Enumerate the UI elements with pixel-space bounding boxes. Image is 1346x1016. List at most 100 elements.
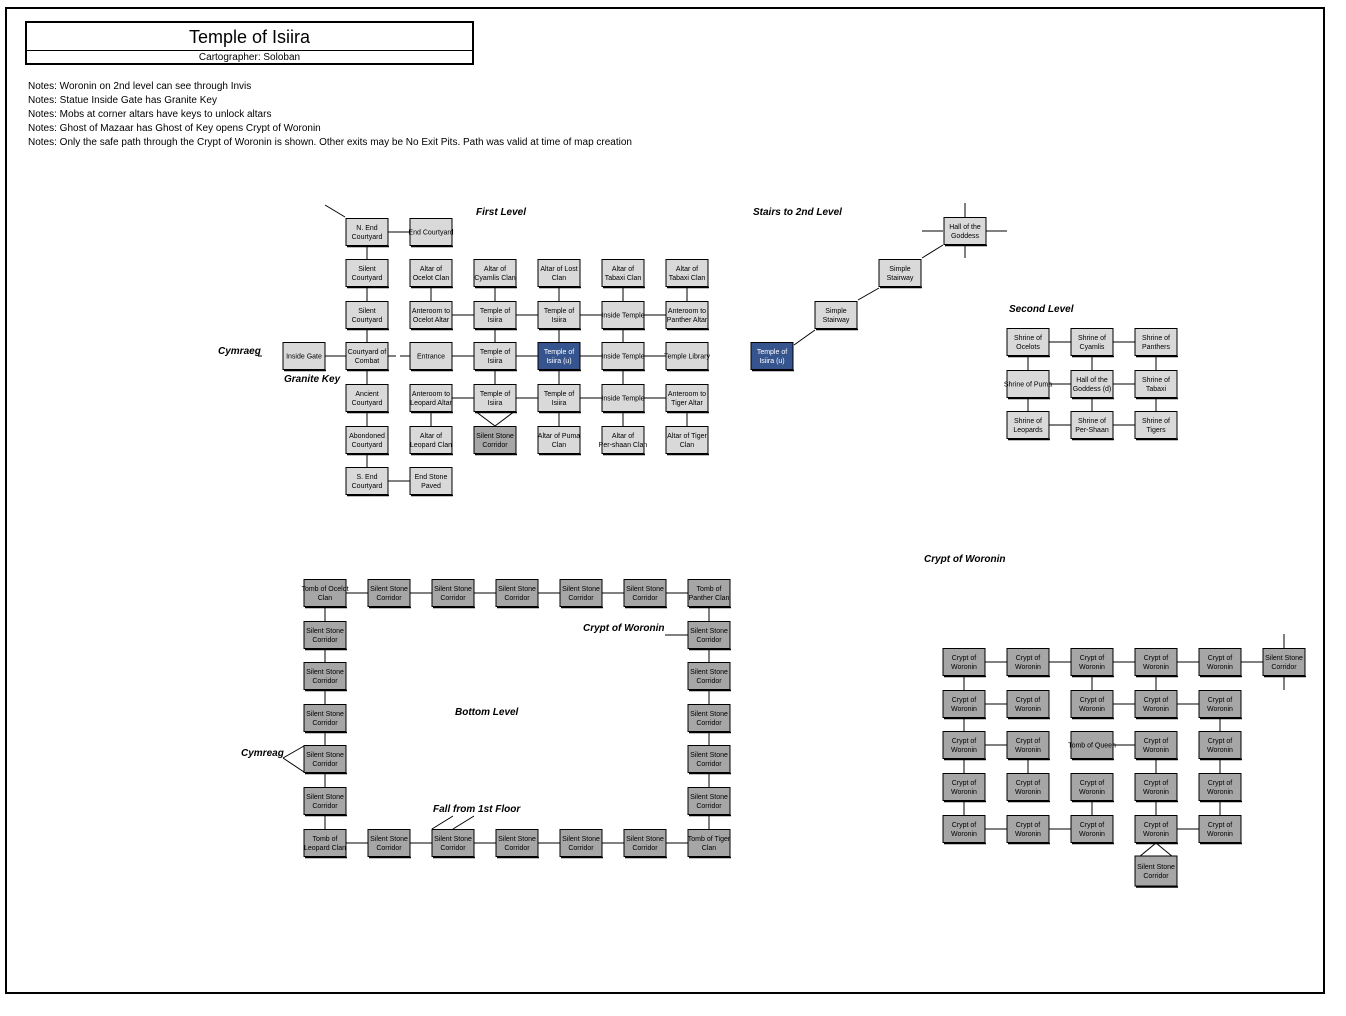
room-shape (601, 384, 645, 412)
room-label: Corridor (376, 595, 402, 602)
room-label: Entrance (417, 354, 445, 361)
room-shape (473, 342, 517, 370)
room-label: Inside Gate (286, 354, 322, 361)
room-shape (942, 690, 986, 718)
room-box: Crypt of Woronin (1006, 815, 1050, 845)
room-box: Inside Gate (282, 342, 326, 372)
room-label: Silent Stone (370, 836, 408, 843)
room-label: Anteroom to (412, 391, 450, 398)
note-item: Notes: Only the safe path through the Cr… (28, 137, 632, 148)
room-shape (1134, 773, 1178, 801)
room-label: Woronin (951, 789, 977, 796)
connector-line (1138, 842, 1157, 858)
room-shape (942, 731, 986, 759)
room-box: Crypt of Woronin (1198, 731, 1242, 761)
room-label: Silent Stone (498, 586, 536, 593)
room-label: Simple (825, 308, 847, 315)
room-shape (750, 342, 794, 370)
room-label: Corridor (482, 442, 508, 449)
room-label: Crypt of (1016, 738, 1041, 745)
room-label: Shrine of (1078, 418, 1106, 425)
room-shape (665, 426, 709, 454)
room-box: Entrance (409, 342, 453, 372)
room-shape (1006, 815, 1050, 843)
room-label: Courtyard (352, 317, 383, 324)
room-label: Corridor (312, 678, 338, 685)
room-shape (345, 342, 389, 370)
room-label: Silent Stone (498, 836, 536, 843)
room-label: Woronin (1079, 706, 1105, 713)
connector-line (452, 815, 475, 830)
room-label: Tabaxi (1146, 386, 1167, 393)
room-shape (687, 621, 731, 649)
room-shape (665, 384, 709, 412)
stairs-label: Stairs to 2nd Level (753, 207, 842, 218)
connector-line (494, 410, 516, 427)
room-label: Woronin (1079, 831, 1105, 838)
title-block: Temple of Isiira Cartographer: Soloban (25, 21, 474, 65)
room-label: Corridor (504, 595, 530, 602)
room-label: Hall of the (949, 224, 981, 231)
room-label: Shrine of (1142, 335, 1170, 342)
room-label: Woronin (1015, 664, 1041, 671)
room-label: Per-Shaan (1075, 427, 1109, 434)
room-label: Courtyard (352, 442, 383, 449)
room-shape (1134, 411, 1178, 439)
room-shape (409, 467, 453, 495)
room-box: Shrine of Puma (1004, 370, 1052, 400)
room-shape (1070, 328, 1114, 356)
room-label: Crypt of (1080, 780, 1105, 787)
room-label: Clan (552, 275, 567, 282)
room-label: Silent Stone (690, 752, 728, 759)
room-label: Temple Library (664, 354, 710, 361)
room-shape (473, 301, 517, 329)
room-box: Crypt of Woronin (1070, 815, 1114, 845)
room-label: Crypt of (1208, 738, 1233, 745)
room-label: Crypt of (1080, 655, 1105, 662)
room-label: Ocelot Altar (413, 317, 450, 324)
connector-line (857, 287, 880, 301)
room-shape (367, 579, 411, 607)
room-label: Silent Stone (306, 794, 344, 801)
room-label: Woronin (1015, 831, 1041, 838)
room-label: Cyamlis Clan (474, 275, 515, 282)
room-label: Corridor (1143, 873, 1169, 880)
room-shape (537, 301, 581, 329)
room-label: Silent (358, 308, 376, 315)
room-label: Crypt of (1080, 822, 1105, 829)
room-label: End Stone (415, 474, 448, 481)
room-label: Corridor (696, 678, 722, 685)
room-shape (1070, 690, 1114, 718)
room-label: Crypt of (952, 655, 977, 662)
room-label: Woronin (1207, 747, 1233, 754)
room-label: Altar of (612, 266, 634, 273)
room-label: Temple of (480, 308, 510, 315)
room-shape (687, 704, 731, 732)
room-label: Crypt of (1144, 738, 1169, 745)
room-shape (1134, 855, 1178, 887)
room-shape (367, 829, 411, 857)
room-label: Woronin (1207, 706, 1233, 713)
room-label: Crypt of (1016, 822, 1041, 829)
room-label: Shrine of (1142, 377, 1170, 384)
